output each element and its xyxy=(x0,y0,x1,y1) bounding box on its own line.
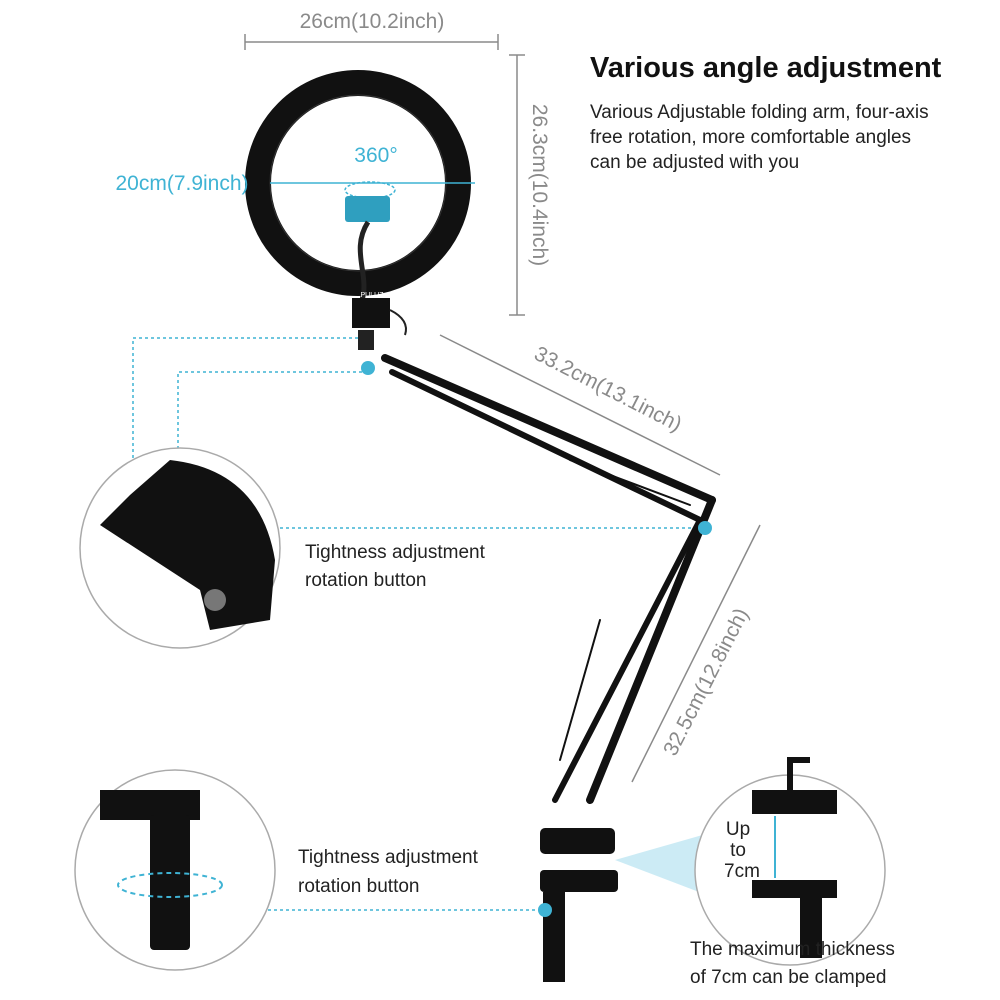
lower-arm-label: 32.5cm(12.8inch) xyxy=(659,605,753,760)
top-button-label: rotation button xyxy=(305,570,426,591)
detail-knob-bottom xyxy=(74,769,276,971)
dimension-lines xyxy=(244,34,761,783)
brand-logo: PULUZ xyxy=(361,292,385,299)
folding-arm xyxy=(381,354,716,804)
detail-knob-top xyxy=(79,447,281,649)
phone-icon xyxy=(345,196,390,222)
clamp-caption: The maximum thickness xyxy=(690,939,895,960)
heading: Various angle adjustment xyxy=(590,52,942,84)
description-line: free rotation, more comfortable angles xyxy=(590,127,911,148)
upper-arm-label: 33.2cm(13.1inch) xyxy=(530,342,685,436)
ring-light xyxy=(245,70,475,375)
ball-joint-marker xyxy=(361,361,375,375)
clamp-gap-label: 7cm xyxy=(724,861,760,882)
top-button-label: Tightness adjustment xyxy=(305,542,486,563)
description-line: can be adjusted with you xyxy=(590,152,799,173)
rotation-label: 360° xyxy=(354,144,397,167)
clamp-gap-label: to xyxy=(730,840,746,861)
bottom-button-label: Tightness adjustment xyxy=(298,847,479,868)
detail-clamp xyxy=(694,757,886,966)
leader-lines xyxy=(132,337,700,911)
desk-clamp xyxy=(538,828,720,982)
clamp-gap-label: Up xyxy=(726,819,750,840)
ring-width-label: 26cm(10.2inch) xyxy=(300,10,445,33)
bottom-button-label: rotation button xyxy=(298,876,419,897)
clamp-caption: of 7cm can be clamped xyxy=(690,967,886,988)
description-line: Various Adjustable folding arm, four-axi… xyxy=(590,102,929,123)
ring-inner-label: 20cm(7.9inch) xyxy=(115,172,248,195)
ring-height-label: 26.3cm(10.4inch) xyxy=(528,104,551,266)
